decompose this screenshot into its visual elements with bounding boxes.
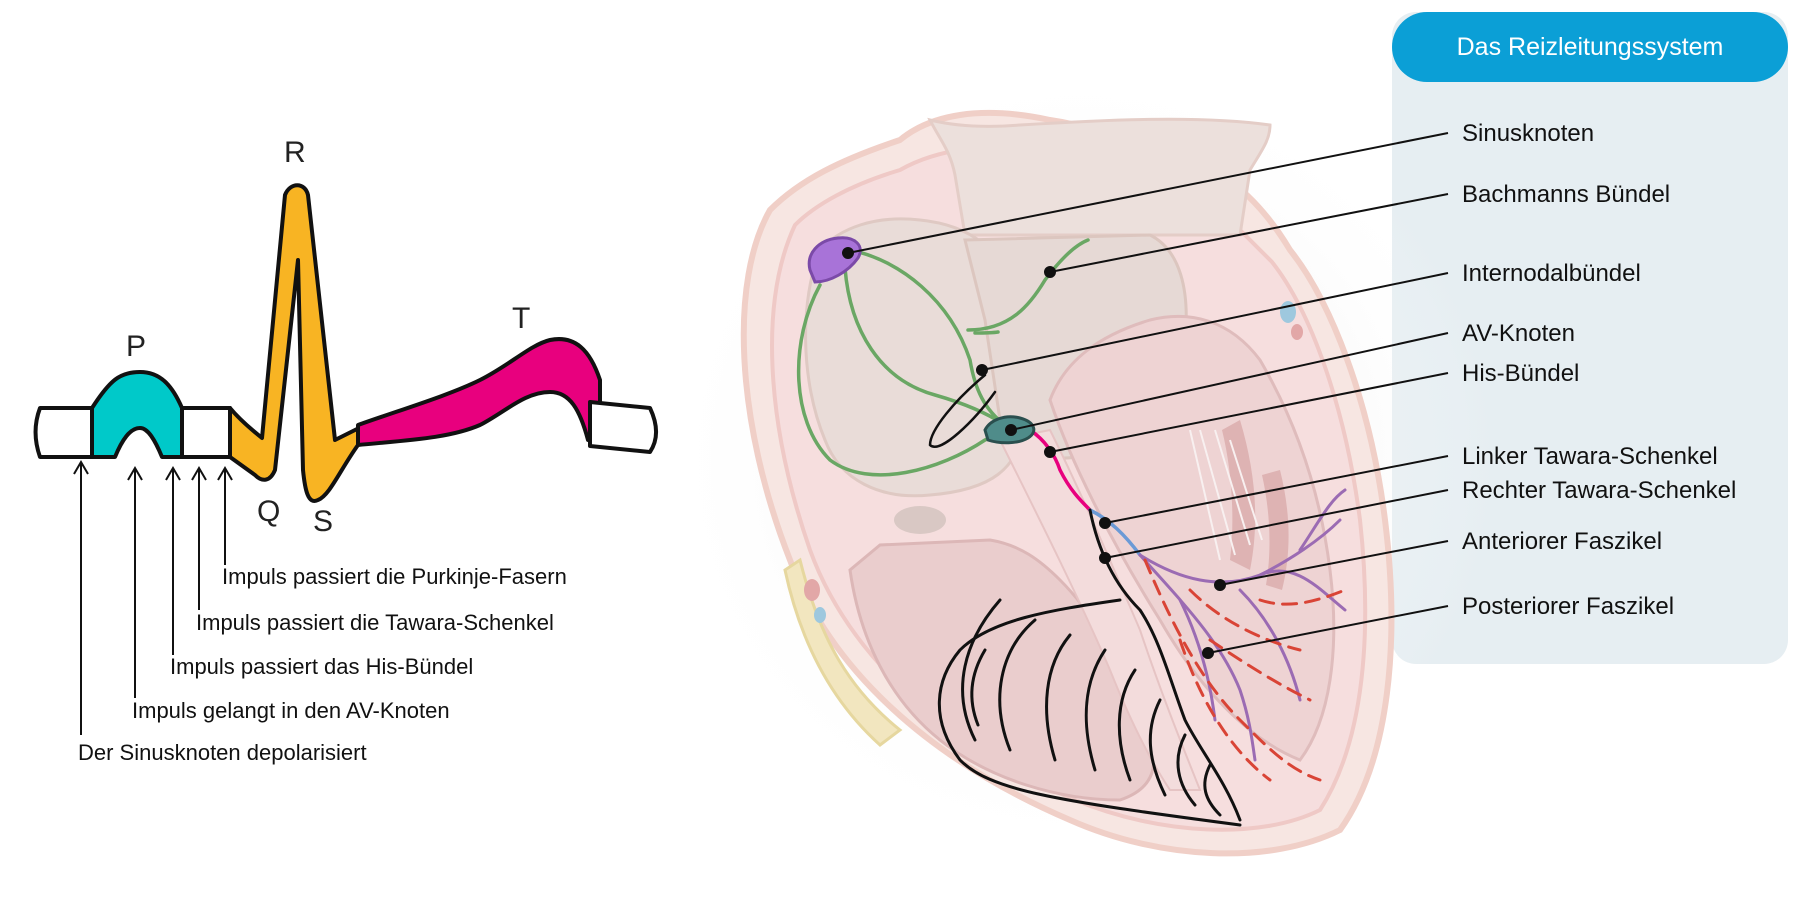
ecg-label-s: S [313, 505, 334, 538]
left-ventricle [1048, 314, 1336, 762]
label-av-knoten: AV-Knoten [1462, 320, 1575, 347]
ecg-label-p: P [126, 330, 147, 363]
ecg-qrs-complex [228, 183, 367, 503]
ecg-label-q: Q [257, 495, 281, 528]
internodal-loop [928, 373, 997, 448]
ecg-event-tawara: Impuls passiert die Tawara-Schenkel [196, 610, 554, 635]
ecg-event-his: Impuls passiert das His-Bündel [170, 654, 474, 679]
label-anteriorer-faszikel: Anteriorer Faszikel [1462, 528, 1663, 555]
label-posteriorer-faszikel: Posteriorer Faszikel [1462, 593, 1675, 620]
papillary-muscles [1222, 420, 1289, 590]
internodal-bundle-middle [843, 266, 1007, 427]
coronary-vessel [1291, 324, 1303, 340]
panel-title: Das Reizleitungssystem [1392, 12, 1788, 82]
bundle-branch-blue [1088, 508, 1142, 557]
leader-lines [842, 132, 1449, 659]
right-bundle-branch [1088, 508, 1242, 822]
coronary-vessel [804, 579, 820, 601]
epicardial-fat [783, 557, 903, 747]
left-bundle-fascicles [1138, 488, 1347, 762]
ecg-label-r: R [284, 136, 306, 169]
label-linker-tawara: Linker Tawara-Schenkel [1462, 443, 1718, 470]
ecg-event-sinus: Der Sinusknoten depolarisiert [78, 740, 367, 765]
conduction-system [796, 236, 1347, 827]
ecg-label-t: T [512, 302, 531, 335]
label-his-buendel: His-Bündel [1462, 360, 1580, 387]
ecg-event-purkinje: Impuls passiert die Purkinje-Fasern [222, 564, 567, 589]
ecg-pr-segment [180, 406, 232, 459]
purkinje-fibers-right [937, 598, 1242, 827]
ecg-trace [33, 183, 658, 503]
label-sinusknoten: Sinusknoten [1462, 120, 1595, 147]
bachmann-bundle [966, 238, 1090, 332]
right-atrium [804, 217, 1027, 498]
label-bachmann: Bachmanns Bündel [1462, 181, 1671, 208]
ecg-st-t-wave [356, 337, 602, 447]
his-bundle [1028, 428, 1092, 512]
label-rechter-tawara: Rechter Tawara-Schenkel [1462, 477, 1737, 504]
purkinje-fibers-left [1143, 558, 1347, 782]
septum [998, 428, 1202, 791]
coronary-sinus [894, 506, 946, 534]
ecg-baseline-start [33, 406, 94, 459]
label-internodal: Internodalbündel [1462, 260, 1641, 287]
ecg-baseline-end [588, 400, 658, 454]
ecg-event-av: Impuls gelangt in den AV-Knoten [132, 698, 450, 723]
bachmann-bundle-dash [973, 330, 1000, 335]
internodal-bundle-posterior [796, 283, 1007, 477]
great-vessels [927, 117, 1272, 237]
right-ventricle [848, 538, 1156, 802]
ecg-p-wave [90, 370, 184, 459]
ecg-arrows [73, 460, 233, 735]
coronary-vessel [814, 607, 826, 623]
